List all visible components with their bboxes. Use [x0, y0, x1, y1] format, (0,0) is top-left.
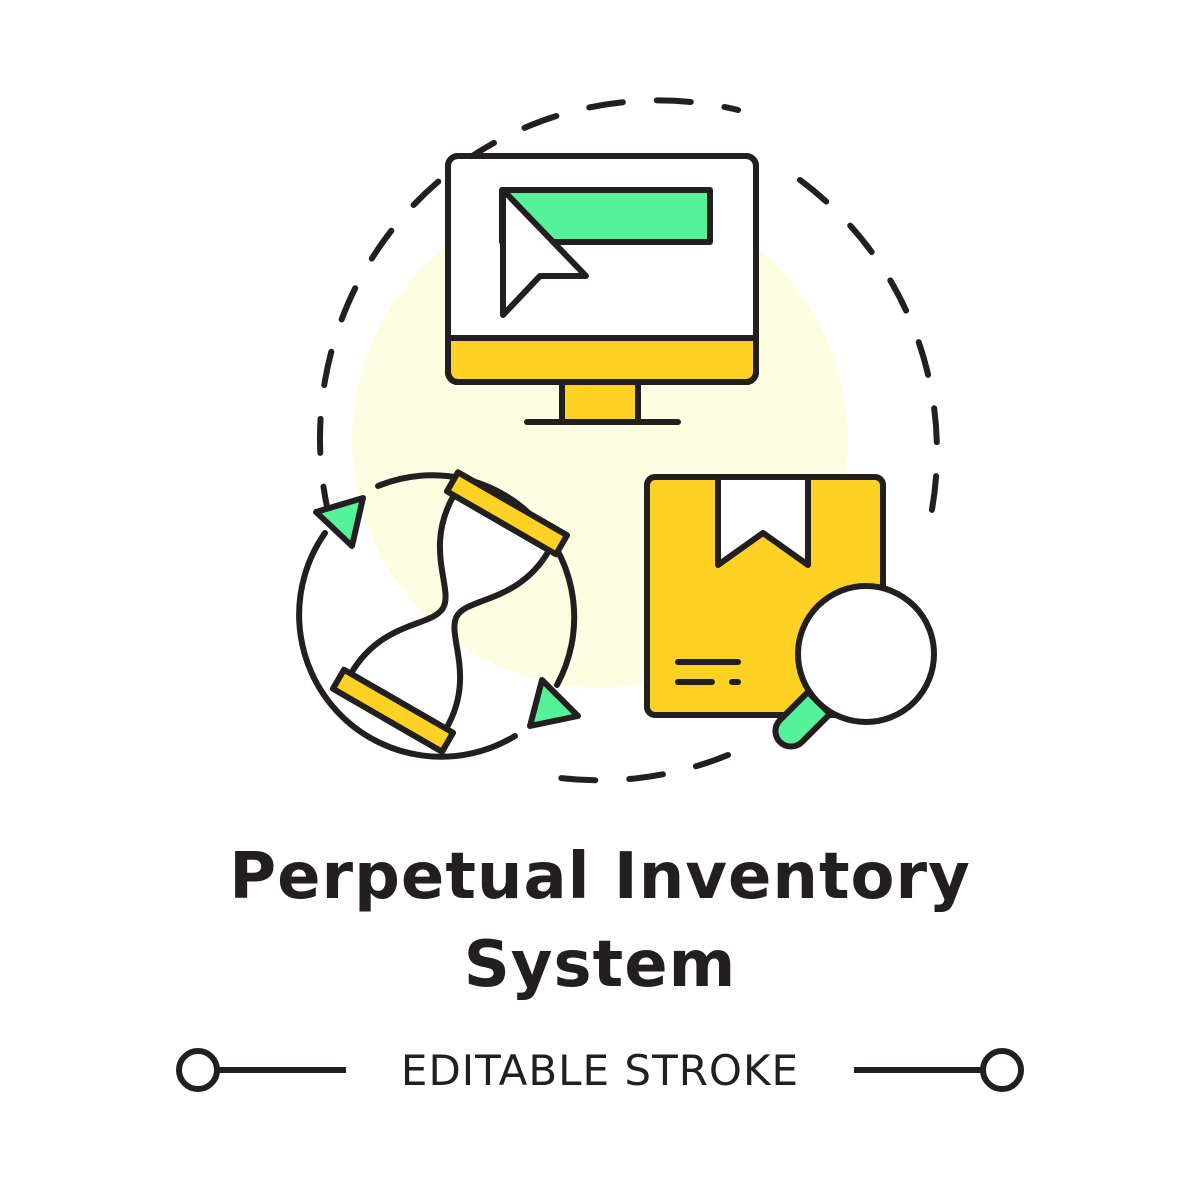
- box-tape-ribbon: [715, 474, 811, 568]
- cycle-arrow-bottom: [527, 677, 581, 729]
- hourglass-top-cap: [443, 469, 571, 558]
- concept-illustration: [296, 97, 940, 784]
- monitor-with-cursor-icon: [445, 153, 759, 425]
- cursor-icon: [500, 187, 589, 318]
- monitor-stand-neck: [559, 379, 641, 425]
- magnifier-lens: [795, 583, 937, 725]
- magnifying-glass-icon: [772, 583, 937, 750]
- title-line-2: System: [463, 928, 737, 1002]
- dashed-ring: [317, 97, 940, 784]
- hourglass-icon: [329, 469, 571, 755]
- monitor-screen-outline: [445, 153, 759, 385]
- cycle-arrow-top: [313, 495, 366, 549]
- cycle-arc-lower: [296, 530, 518, 760]
- magnifier-handle: [772, 689, 833, 750]
- hourglass-bottom-cap: [329, 666, 457, 755]
- footer-right-node-icon: [980, 1048, 1024, 1092]
- footer-label: EDITABLE STROKE: [400, 1046, 800, 1095]
- hourglass-refresh-icon: [296, 469, 581, 760]
- title-line-1: Perpetual Inventory: [229, 840, 971, 914]
- footer-decoration: [176, 1048, 1024, 1092]
- monitor-bottom-bar: [445, 335, 759, 385]
